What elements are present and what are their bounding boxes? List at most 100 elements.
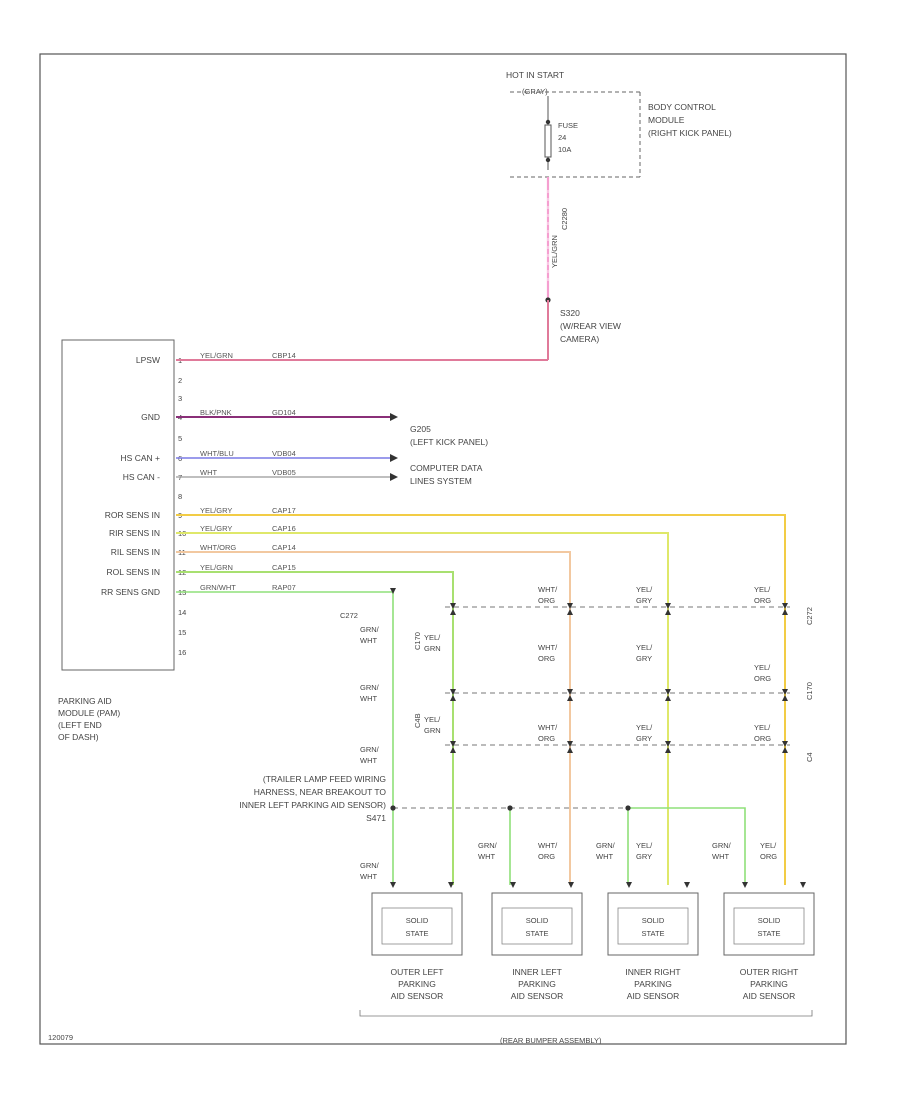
connector-c170: C170 [805, 682, 814, 700]
c2280-label: C2280 [560, 208, 569, 230]
wire-tag: GRY [636, 734, 652, 743]
note-line-1: (TRAILER LAMP FEED WIRING [263, 774, 386, 784]
wire-tag: WHT/ [538, 723, 558, 732]
wire-rol-sens [176, 571, 454, 885]
wire-tag: GRY [636, 596, 652, 605]
pin-name: HS CAN - [123, 472, 160, 482]
wire-tag: WHT [596, 852, 613, 861]
sensor-inner-line: SOLID [406, 916, 429, 925]
wire-tag: GRN/ [360, 861, 380, 870]
pin-number: 3 [178, 394, 182, 403]
fuse-terminal-bottom [545, 157, 551, 163]
wire-tag: ORG [538, 596, 555, 605]
connector-pin [567, 609, 573, 615]
sensor-pin [626, 882, 632, 888]
connector-pin [665, 741, 671, 747]
connector-pin [567, 695, 573, 701]
c272-label-left: C272 [340, 611, 358, 620]
hot-in-start-label: HOT IN START [506, 70, 564, 80]
wire-tag: YEL/ [424, 633, 441, 642]
wire-tag: GRY [636, 654, 652, 663]
wire-tag: YEL/ [636, 643, 653, 652]
ground-branch-outer-right [628, 807, 746, 885]
fuse-line-3: 10A [558, 145, 571, 154]
wire-tag: WHT [712, 852, 729, 861]
wire-tag: WHT [360, 872, 377, 881]
sensor-caption: AID SENSOR [391, 991, 443, 1001]
wire-ril-sens [176, 551, 571, 885]
wire-color-label: WHT/BLU [200, 449, 234, 458]
wire-circuit-label: RAP07 [272, 583, 296, 592]
sensor-caption: OUTER LEFT [391, 967, 444, 977]
footer-id: 120079 [48, 1033, 73, 1042]
sensor-caption: PARKING [750, 979, 788, 989]
wire-circuit-label: CAP17 [272, 506, 296, 515]
wire-circuit-label: CBP14 [272, 351, 296, 360]
wire-color-label: YEL/GRN [200, 351, 233, 360]
wire-tag: ORG [754, 734, 771, 743]
sensor-pin [510, 882, 516, 888]
sensor-pin [742, 882, 748, 888]
wire-tag: WHT/ [538, 585, 558, 594]
module-caption-4: OF DASH) [58, 732, 99, 742]
sensor-caption: PARKING [398, 979, 436, 989]
wire-circuit-label: CAP16 [272, 524, 296, 533]
sensor-caption: OUTER RIGHT [740, 967, 799, 977]
wire-tag: YEL/ [754, 723, 771, 732]
ground-line-1: G205 [410, 424, 431, 434]
bcm-line-3: (RIGHT KICK PANEL) [648, 128, 732, 138]
module-caption-3: (LEFT END [58, 720, 102, 730]
pin-number: 2 [178, 376, 182, 385]
connector-pin [782, 695, 788, 701]
wire-tag: GRN/ [596, 841, 616, 850]
wire-circuit-label: CAP14 [272, 543, 296, 552]
sensor-pin [684, 882, 690, 888]
wire-color-label: BLK/PNK [200, 408, 232, 417]
pin-name: ROR SENS IN [105, 510, 160, 520]
connector-pin [450, 603, 456, 609]
wire-tag: WHT [478, 852, 495, 861]
sensor-pin [448, 882, 454, 888]
connector-pin [450, 689, 456, 695]
sensor-pin [800, 882, 806, 888]
sensor-caption: PARKING [634, 979, 672, 989]
wire-tag: GRN [424, 726, 441, 735]
hot-wire-label: (GRAY) [522, 87, 548, 96]
wire-color-tags: GRN/WHTGRN/WHTGRN/WHTGRN/WHTGRN/WHTGRN/W… [360, 585, 777, 881]
bcm-line-1: BODY CONTROL [648, 102, 716, 112]
can-plus-arrow [390, 454, 398, 462]
pin-number: 15 [178, 628, 186, 637]
connector-pin [567, 741, 573, 747]
sensor-caption: AID SENSOR [511, 991, 563, 1001]
connector-pin [450, 695, 456, 701]
sensor-pin [568, 882, 574, 888]
sensor-inner-line: STATE [525, 929, 548, 938]
connector-c4b-left: C4B [413, 713, 422, 728]
wire-tag: GRY [636, 852, 652, 861]
wire-tag: ORG [754, 596, 771, 605]
wire-tag: WHT/ [538, 841, 558, 850]
sensor-caption: AID SENSOR [743, 991, 795, 1001]
pin-name: RIR SENS IN [109, 528, 160, 538]
assembly-label: (REAR BUMPER ASSEMBLY) [500, 1036, 602, 1045]
splice-s471-right [625, 805, 631, 811]
wire-tag: ORG [538, 852, 555, 861]
splice-line-1: S320 [560, 308, 580, 318]
pin-number: 14 [178, 608, 186, 617]
connector-pin [567, 689, 573, 695]
connector-c4: C4 [805, 752, 814, 762]
connector-pin [782, 741, 788, 747]
connector-pins [390, 588, 788, 753]
wire-tag: YEL/ [424, 715, 441, 724]
note-line-3: INNER LEFT PARKING AID SENSOR) [239, 800, 386, 810]
pin-number: 16 [178, 648, 186, 657]
sensor-caption: PARKING [518, 979, 556, 989]
splice-s471-mid [507, 805, 513, 811]
wire-tag: YEL/ [754, 585, 771, 594]
wire-tag: ORG [760, 852, 777, 861]
network-line-1: COMPUTER DATA [410, 463, 483, 473]
assembly-bracket [359, 1010, 813, 1017]
connector-pin [567, 747, 573, 753]
